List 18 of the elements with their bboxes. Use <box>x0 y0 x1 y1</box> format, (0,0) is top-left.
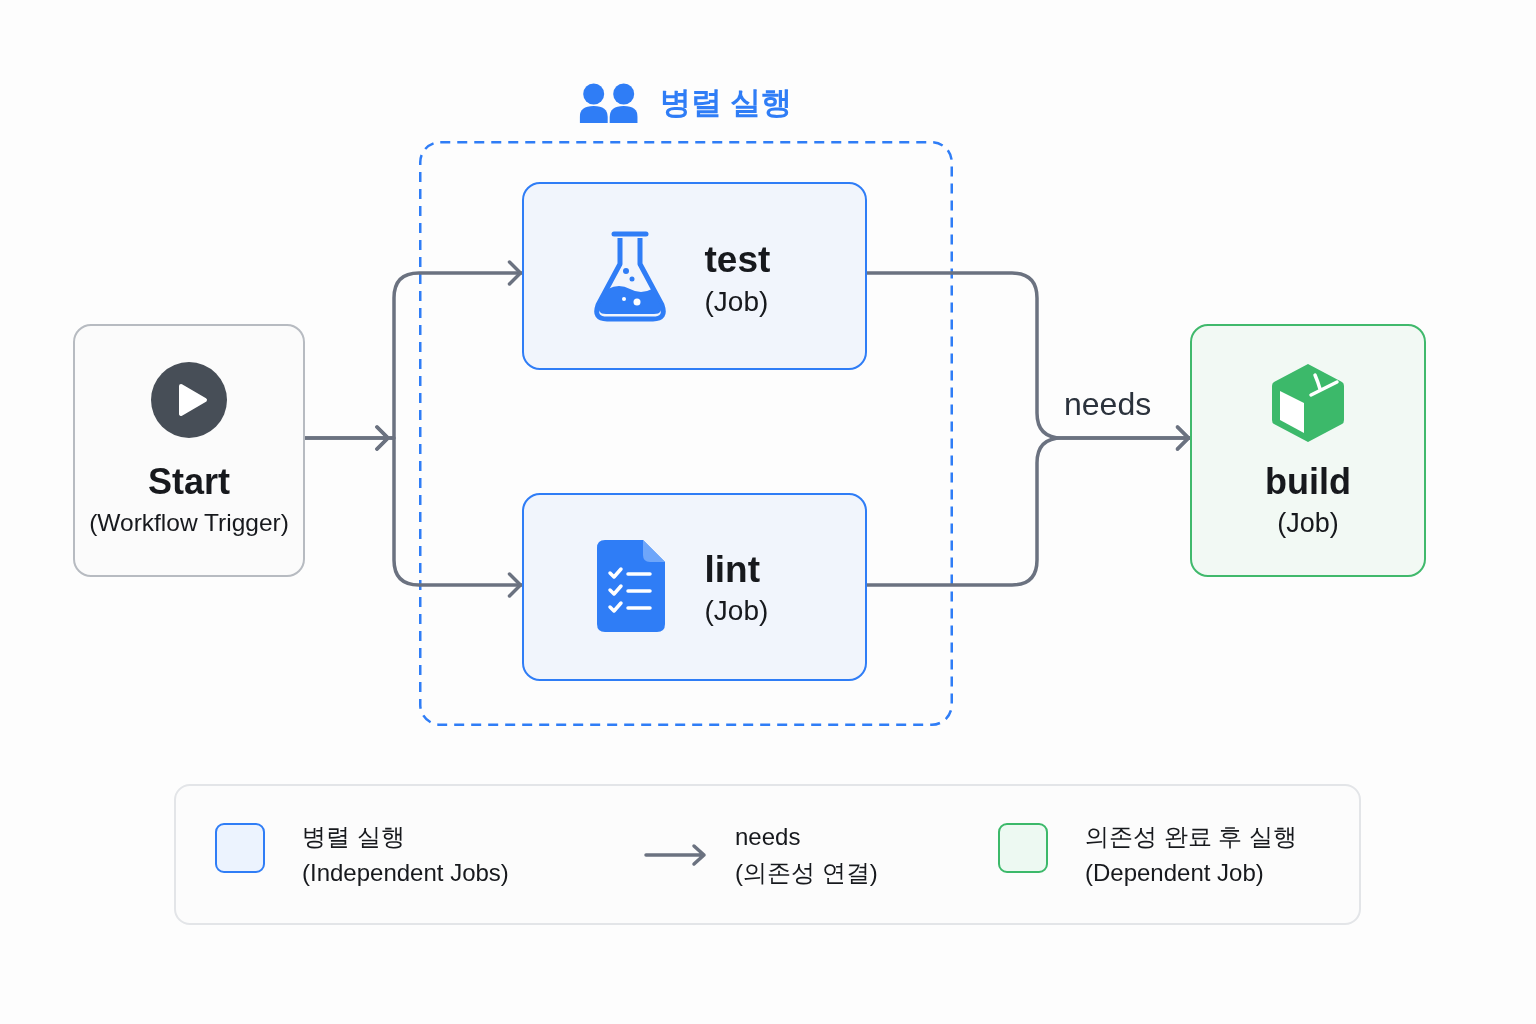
job-box <box>1190 324 1426 577</box>
arrow <box>303 425 524 598</box>
legend-text: needs (의존성 연결) <box>735 822 878 888</box>
legend-text: 병렬 실행 (Independent Jobs) <box>302 822 509 888</box>
node-title: test <box>704 237 771 282</box>
node-subtitle: (Job) <box>704 594 769 628</box>
arrow <box>865 425 1192 587</box>
group-heading: 병렬 실행 <box>659 84 793 122</box>
node-subtitle: (Workflow Trigger) <box>89 508 289 538</box>
node-subtitle: (Job) <box>1277 506 1339 540</box>
node-subtitle: (Job) <box>704 285 769 319</box>
job-box <box>522 182 867 370</box>
node-title: build <box>1265 460 1351 504</box>
node-title: lint <box>704 547 760 592</box>
legend-text: 의존성 완료 후 실행 (Dependent Job) <box>1085 822 1297 888</box>
start-box <box>73 324 305 577</box>
node-title: Start <box>148 460 230 504</box>
job-box <box>522 493 867 681</box>
